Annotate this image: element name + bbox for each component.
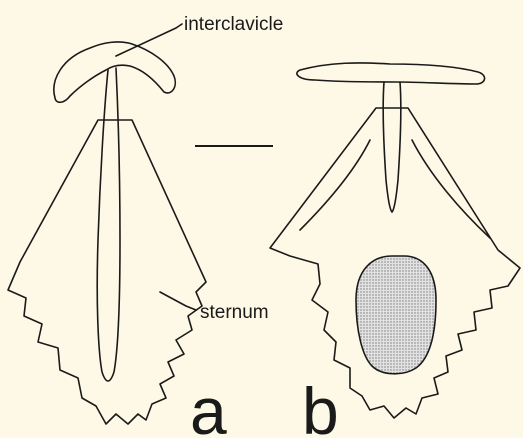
sternum-leader-line [160, 292, 196, 310]
sternum-b-ridge-right [412, 140, 490, 238]
interclavicle-b-stem [383, 82, 401, 212]
panel-label-a: a [190, 374, 227, 438]
interclavicle-b-crossbar [297, 63, 485, 84]
interclavicle-a-crossbar [54, 42, 175, 102]
sternum-a [8, 120, 206, 424]
interclavicle-a-stem [97, 68, 120, 381]
sternal-fontanelle [356, 256, 436, 374]
interclavicle-label: interclavicle [184, 14, 283, 35]
specimen-b [270, 63, 520, 418]
panel-label-b: b [302, 374, 339, 438]
specimen-a [8, 42, 206, 424]
sternum-label: sternum [200, 302, 269, 323]
sternum-b-ridge-left [300, 140, 370, 230]
